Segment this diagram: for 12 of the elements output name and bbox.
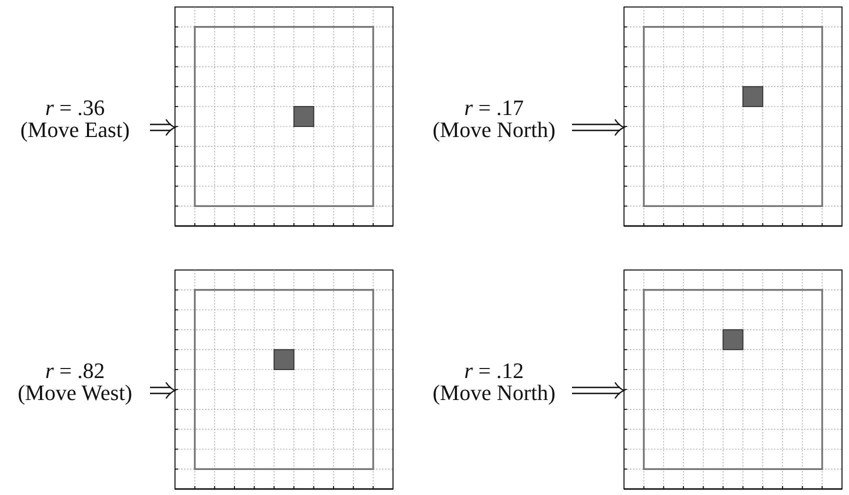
double-arrow bbox=[149, 382, 176, 400]
action-label: (Move West) bbox=[18, 382, 132, 404]
reward-value: r = .17 bbox=[464, 97, 524, 119]
double-arrow bbox=[149, 118, 176, 136]
reward-value: r = .36 bbox=[45, 97, 105, 119]
reward-value: r = .82 bbox=[45, 360, 105, 382]
reward-value: r = .12 bbox=[464, 360, 524, 382]
action-label: (Move North) bbox=[432, 382, 556, 404]
double-arrow bbox=[571, 118, 625, 136]
action-label: (Move East) bbox=[20, 119, 130, 141]
double-arrow bbox=[571, 382, 625, 400]
action-label: (Move North) bbox=[432, 119, 556, 141]
